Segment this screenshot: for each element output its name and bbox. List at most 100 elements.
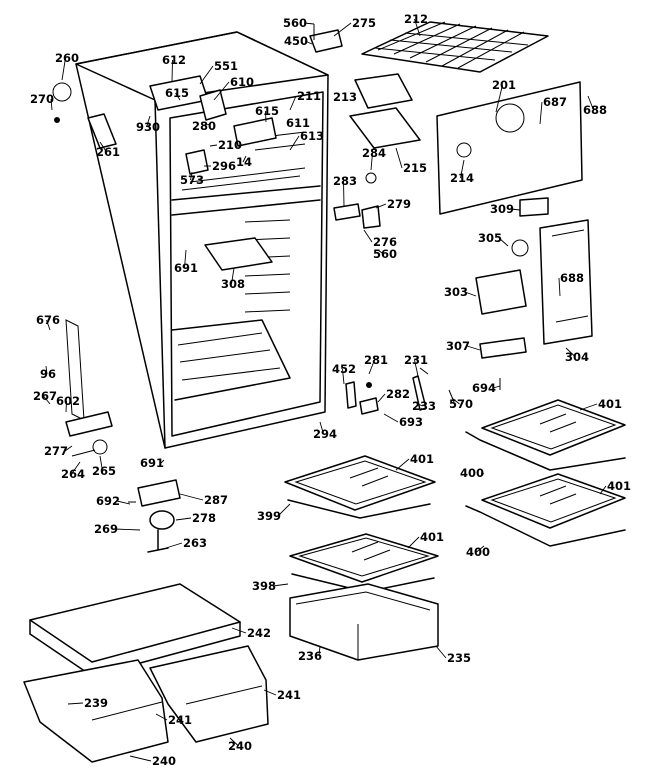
leader-line xyxy=(318,645,321,657)
leader-line xyxy=(435,645,447,659)
leader-line xyxy=(395,147,403,169)
leader-line xyxy=(175,517,192,521)
leader-line xyxy=(414,359,419,377)
part-label: 307 xyxy=(446,339,470,353)
leader-line xyxy=(510,208,521,211)
part-label: 239 xyxy=(84,696,108,710)
part-label: 212 xyxy=(404,12,428,26)
upper-small-parts xyxy=(309,24,421,229)
part-label: 277 xyxy=(44,444,68,458)
part-label: 400 xyxy=(466,545,490,559)
leader-line xyxy=(304,40,313,45)
leader-line xyxy=(263,689,277,696)
leader-line xyxy=(165,542,183,549)
part-label: 214 xyxy=(450,171,474,185)
part-label: 615 xyxy=(165,86,189,100)
part-label: 613 xyxy=(300,129,324,143)
part-label: 676 xyxy=(36,313,60,327)
part-label: 267 xyxy=(33,389,57,403)
part-label: 282 xyxy=(386,387,410,401)
part-label: 294 xyxy=(313,427,337,441)
leader-line xyxy=(377,393,386,403)
part-label: 213 xyxy=(333,90,357,104)
part-label: 96 xyxy=(40,367,56,381)
part-label: 261 xyxy=(96,145,120,159)
part-label: 287 xyxy=(204,493,228,507)
leader-line xyxy=(229,737,239,747)
leader-line xyxy=(160,459,165,464)
part-label: 240 xyxy=(152,754,176,768)
leader-line xyxy=(129,755,152,762)
part-label: 399 xyxy=(257,509,281,523)
leader-line xyxy=(179,493,204,501)
leader-line xyxy=(363,229,373,243)
part-label: 602 xyxy=(56,394,80,408)
fresh-food-control-parts xyxy=(475,219,593,359)
leader-line xyxy=(289,135,300,151)
leader-line xyxy=(368,359,375,375)
leader-line xyxy=(65,400,67,413)
part-label: 401 xyxy=(410,452,434,466)
part-label: 401 xyxy=(607,479,631,493)
leader-line xyxy=(492,385,501,389)
part-label: 263 xyxy=(183,536,207,550)
part-label: 400 xyxy=(460,466,484,480)
leader-line xyxy=(460,159,465,179)
leader-line xyxy=(265,110,267,123)
leader-line xyxy=(231,627,247,634)
part-label: 615 xyxy=(255,104,279,118)
leader-line xyxy=(277,503,291,517)
freezer-wire-shelf xyxy=(361,21,549,73)
part-label: 278 xyxy=(192,511,216,525)
part-label: 691 xyxy=(140,456,164,470)
part-label: 283 xyxy=(333,174,357,188)
leader-line xyxy=(175,92,181,101)
part-label: 241 xyxy=(168,713,192,727)
leader-line xyxy=(114,528,141,531)
leader-line xyxy=(383,413,399,423)
part-label: 551 xyxy=(214,59,238,73)
leader-line xyxy=(209,144,218,147)
leveling-parts xyxy=(128,479,181,553)
part-label: 560 xyxy=(373,247,397,261)
leader-line xyxy=(451,397,460,405)
part-label: 241 xyxy=(277,688,301,702)
leader-line xyxy=(476,545,485,553)
leader-line xyxy=(289,95,297,111)
part-label: 303 xyxy=(444,285,468,299)
leader-line xyxy=(202,123,211,127)
glass-shelf-lower-right xyxy=(465,473,626,547)
leader-line xyxy=(303,22,315,25)
part-label: 284 xyxy=(362,146,386,160)
part-label: 450 xyxy=(284,34,308,48)
glass-shelf-lower-left xyxy=(289,533,439,593)
leader-line xyxy=(242,155,247,163)
leader-line xyxy=(64,445,73,452)
part-label: 612 xyxy=(162,53,186,67)
part-label: 304 xyxy=(565,350,589,364)
leader-line xyxy=(464,291,477,297)
part-label: 611 xyxy=(286,116,310,130)
part-label: 275 xyxy=(352,16,376,30)
middle-small-parts xyxy=(345,367,501,415)
leader-line xyxy=(539,101,543,125)
evaporator-cover xyxy=(436,81,583,217)
leader-line xyxy=(377,249,384,255)
part-label: 570 xyxy=(449,397,473,411)
part-label: 236 xyxy=(298,649,322,663)
part-label: 242 xyxy=(247,626,271,640)
part-label: 305 xyxy=(478,231,502,245)
part-label: 296 xyxy=(212,159,236,173)
leader-line xyxy=(46,319,51,331)
leader-line xyxy=(199,65,214,85)
crisper-pan-right xyxy=(149,645,269,743)
leader-line xyxy=(99,141,107,153)
part-label: 280 xyxy=(192,119,216,133)
leader-line xyxy=(558,277,561,297)
part-label: 573 xyxy=(180,173,204,187)
part-label: 276 xyxy=(373,235,397,249)
part-label: 215 xyxy=(403,161,427,175)
part-label: 694 xyxy=(472,381,496,395)
leader-line xyxy=(495,84,503,113)
